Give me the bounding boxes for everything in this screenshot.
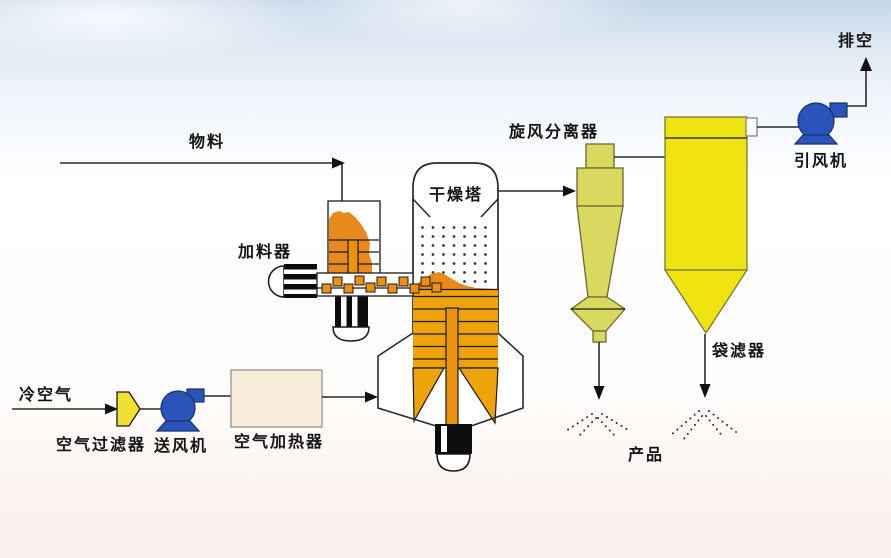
arrowhead — [563, 185, 576, 197]
cyclone-label: 旋风分离器 — [508, 122, 599, 141]
induced-draft-fan-shape — [793, 102, 848, 145]
cold-air-label: 冷空气 — [19, 385, 73, 404]
arrowhead — [860, 57, 872, 71]
arrowhead — [105, 403, 118, 415]
tower-to-cyclone-line — [498, 185, 576, 197]
feeder-label: 加料器 — [237, 242, 292, 261]
arrowhead — [593, 386, 605, 400]
arrowhead — [699, 384, 711, 398]
induced-fan-label: 引风机 — [794, 151, 848, 170]
material-label: 物料 — [189, 132, 225, 151]
cold-air-line — [12, 403, 118, 415]
cyclone-product-spray — [565, 413, 629, 438]
drying-tower — [377, 162, 524, 472]
cyclone-discharge-line — [593, 342, 605, 400]
bag-filter-product-spray — [670, 410, 737, 441]
tower-cone-left — [412, 367, 446, 424]
exhaust-line — [847, 57, 872, 107]
cyclone-separator-shape — [569, 143, 626, 343]
supply-fan-shape — [155, 388, 205, 432]
feeder-motor — [267, 264, 317, 298]
arrowhead — [365, 391, 378, 403]
air-heater-shape — [230, 369, 323, 428]
drying-tower-label: 干燥塔 — [429, 185, 483, 204]
tower-bottom-motor — [435, 424, 472, 472]
tower-inner-ticks — [412, 198, 499, 218]
product-label: 产品 — [628, 445, 664, 464]
air-filter-shape — [116, 391, 141, 427]
tower-cone-right — [457, 367, 499, 425]
bag-filter-label: 袋滤器 — [711, 341, 766, 360]
bagfilter-discharge-line — [699, 334, 711, 398]
exhaust-label: 排空 — [838, 31, 874, 50]
hopper-shaft — [347, 239, 359, 275]
screw-feeder — [267, 264, 442, 342]
heater-to-tower-line — [322, 391, 378, 403]
feeder-particles — [321, 275, 442, 294]
air-heater-label: 空气加热器 — [234, 432, 324, 451]
tower-shaft — [445, 307, 459, 426]
feed-hopper — [327, 200, 381, 275]
bag-filter-outlet — [745, 117, 758, 137]
bag-filter-shape — [663, 116, 758, 335]
air-filter-label: 空气过滤器 — [56, 435, 146, 454]
arrowhead — [332, 157, 345, 169]
material-feed-line — [60, 157, 345, 201]
supply-fan-label: 送风机 — [153, 436, 208, 455]
